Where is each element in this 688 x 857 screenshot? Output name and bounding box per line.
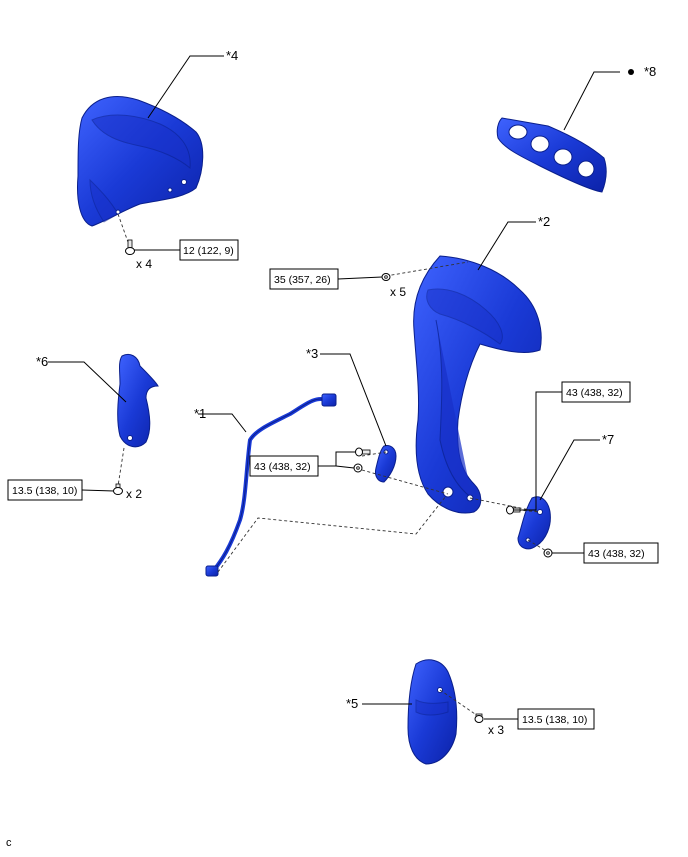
torque-value: 43 (438, 32) <box>588 548 645 560</box>
torque-value: 13.5 (138, 10) <box>522 714 587 726</box>
torque-spec-box: 35 (357, 26) <box>269 268 339 290</box>
torque-spec-box: 43 (438, 32) <box>583 542 659 564</box>
bolt-icon <box>125 239 135 255</box>
torque-value: 43 (438, 32) <box>566 387 623 399</box>
bolt-icon <box>474 713 484 723</box>
bolt-icon <box>355 447 371 457</box>
callout-label-2: *2 <box>538 214 550 229</box>
torque-spec-box: 43 (438, 32) <box>561 381 631 403</box>
quantity-label: x 4 <box>136 257 152 271</box>
torque-value: 12 (122, 9) <box>183 245 234 257</box>
bullet-dot-icon <box>628 69 634 75</box>
torque-spec-box: 43 (438, 32) <box>249 455 319 477</box>
oxygen-sensor-part <box>205 393 337 577</box>
callout-label-3: *3 <box>306 346 318 361</box>
quantity-label: x 3 <box>488 723 504 737</box>
callout-label-8: *8 <box>644 64 656 79</box>
torque-spec-box: 13.5 (138, 10) <box>517 708 595 730</box>
torque-spec-box: 12 (122, 9) <box>179 239 239 261</box>
quantity-label: x 2 <box>126 487 142 501</box>
lower-heat-insulator-right-part <box>407 659 458 765</box>
nut-icon <box>353 463 363 473</box>
nut-icon <box>543 548 553 558</box>
callout-label-6: *6 <box>36 354 48 369</box>
torque-value: 43 (438, 32) <box>254 461 311 473</box>
quantity-label: x 5 <box>390 285 406 299</box>
leader-lines <box>48 55 620 720</box>
exhaust-manifold-part <box>413 255 542 514</box>
bolt-icon <box>113 483 123 495</box>
torque-value: 13.5 (138, 10) <box>12 485 77 497</box>
upper-heat-insulator-part <box>77 96 204 227</box>
nut-icon <box>381 273 391 281</box>
manifold-stay-right-part <box>517 496 551 550</box>
lower-heat-insulator-left-part <box>117 353 159 448</box>
manifold-gasket-part <box>496 117 607 193</box>
callout-label-7: *7 <box>602 432 614 447</box>
figure-code-label: c <box>6 837 12 849</box>
manifold-stay-left-part <box>375 445 397 483</box>
callout-label-5: *5 <box>346 696 358 711</box>
torque-value: 35 (357, 26) <box>274 274 331 286</box>
callout-label-1: *1 <box>194 406 206 421</box>
callout-label-4: *4 <box>226 48 238 63</box>
torque-spec-box: 13.5 (138, 10) <box>7 479 83 501</box>
